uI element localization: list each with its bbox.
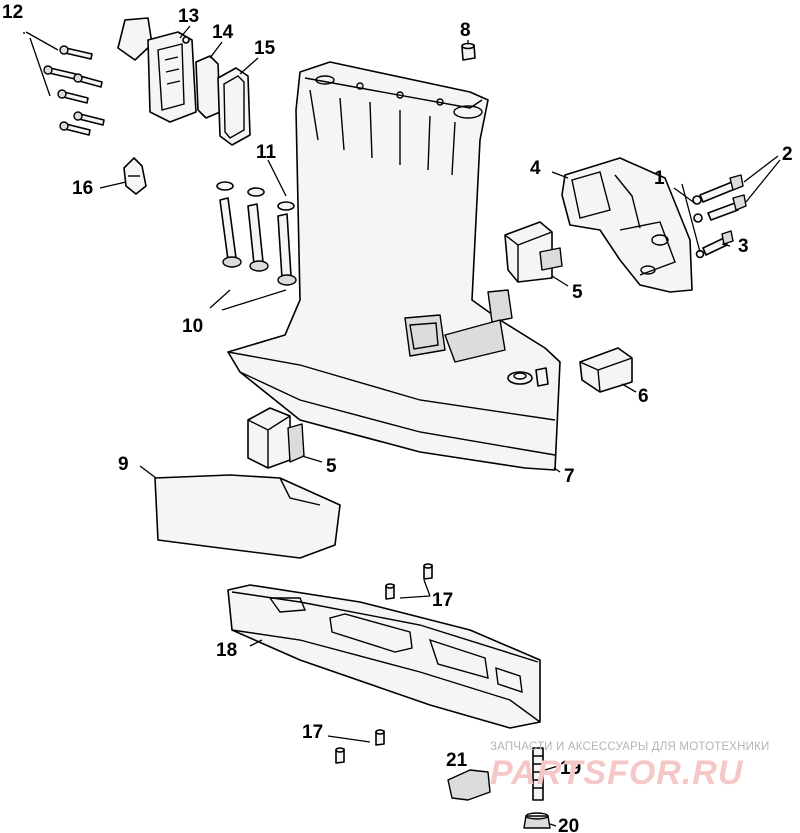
plate-part-18 <box>227 584 541 729</box>
screws-part-12 <box>43 45 105 136</box>
callout-3: 3 <box>738 236 749 257</box>
callout-5-lower: 5 <box>326 456 337 477</box>
callout-2: 2 <box>782 144 793 165</box>
gasket-part-15 <box>217 67 251 146</box>
callout-16: 16 <box>72 178 93 199</box>
watermark: ЗАПЧАСТИ И АКСЕССУАРЫ ДЛЯ МОТОТЕХНИКИ PA… <box>490 741 770 792</box>
exhaust-housing-part-7 <box>227 61 561 471</box>
bracket-part-4 <box>561 157 693 293</box>
washers-part-11 <box>216 181 295 211</box>
callout-1: 1 <box>654 168 665 189</box>
pins-part-17 <box>335 563 433 764</box>
callout-19: 19 <box>560 758 581 779</box>
callout-8: 8 <box>460 20 471 41</box>
callout-21: 21 <box>446 750 468 771</box>
callout-5-upper: 5 <box>572 282 583 303</box>
callout-18: 18 <box>216 640 237 661</box>
callout-13: 13 <box>178 6 199 27</box>
callout-20: 20 <box>558 816 579 833</box>
callout-9: 9 <box>118 454 129 475</box>
callout-10: 10 <box>182 316 203 337</box>
callout-14: 14 <box>212 22 234 43</box>
bracket-bolts-parts-1-3 <box>692 174 747 259</box>
pad-part-6 <box>579 347 633 393</box>
leader-lines <box>23 25 781 827</box>
stud-part-19 <box>532 747 544 801</box>
callout-6: 6 <box>638 386 649 407</box>
cover-part-9 <box>154 474 341 559</box>
callout-4: 4 <box>530 158 541 179</box>
gasket-part-14 <box>195 55 221 119</box>
bolts-part-10 <box>219 197 297 286</box>
mount-part-5-upper <box>504 221 563 283</box>
watermark-caption: ЗАПЧАСТИ И АКСЕССУАРЫ ДЛЯ МОТОТЕХНИКИ <box>490 741 770 753</box>
callout-7: 7 <box>564 466 575 487</box>
callout-11: 11 <box>256 142 277 163</box>
cover-assembly-part-13 <box>117 17 197 123</box>
watermark-logo: PARTSFOR.RU <box>490 754 744 792</box>
callout-17-upper: 17 <box>432 590 453 611</box>
plug-part-8 <box>461 42 476 61</box>
callout-17-lower: 17 <box>302 722 323 743</box>
callout-15: 15 <box>254 38 276 59</box>
anode-part-21 <box>447 769 491 801</box>
clip-part-16 <box>123 157 147 195</box>
callout-12: 12 <box>2 2 23 23</box>
mount-part-5-lower <box>247 407 305 469</box>
nut-part-20 <box>523 812 551 829</box>
